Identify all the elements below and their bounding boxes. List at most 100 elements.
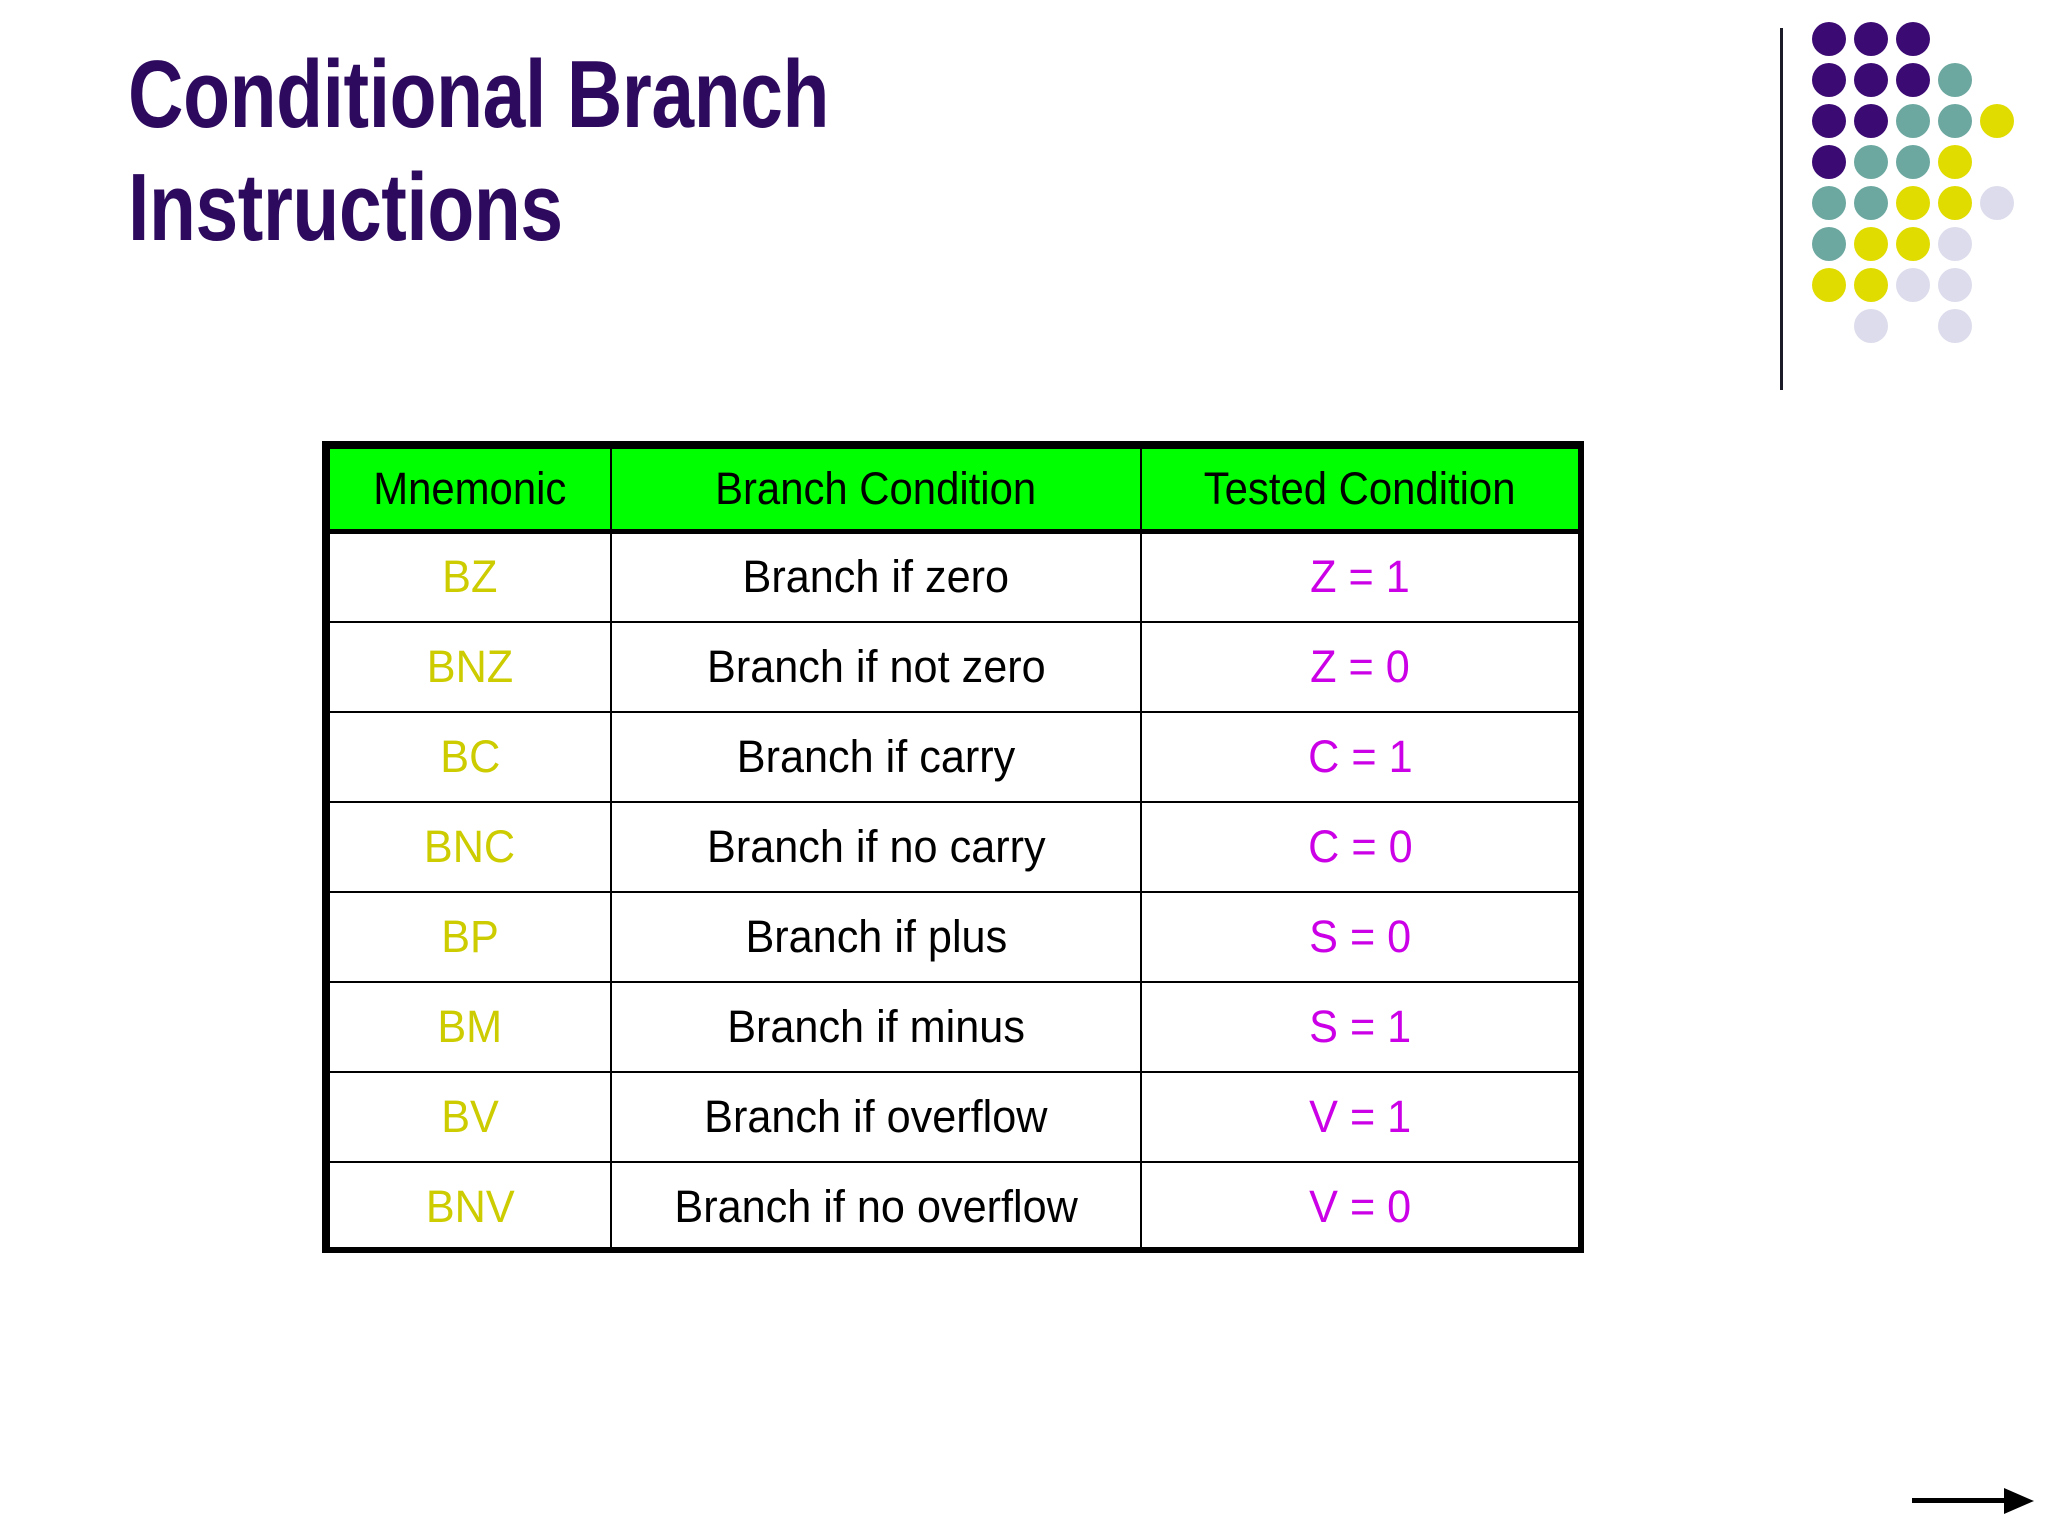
logo-dot (1854, 22, 1888, 56)
cell-mnemonic-label: BNC (424, 820, 516, 872)
logo-dot (1896, 104, 1930, 138)
cell-branch-condition: Branch if minus (610, 980, 1142, 1073)
logo-dot (1812, 186, 1846, 220)
cell-tested-condition: C = 0 (1140, 800, 1580, 893)
logo-dot (1896, 63, 1930, 97)
logo-dot (1812, 145, 1846, 179)
brand-logo (1770, 22, 2040, 392)
cell-mnemonic-label: BC (439, 730, 500, 782)
table-row: BM Branch if minus S = 1 (328, 980, 1580, 1073)
cell-tested-condition: S = 1 (1140, 980, 1580, 1073)
cell-mnemonic-label: BV (441, 1090, 499, 1142)
logo-dot (1938, 186, 1972, 220)
cell-tested-condition-label: S = 0 (1308, 910, 1412, 962)
logo-dot (1854, 268, 1888, 302)
cell-tested-condition-label: C = 1 (1307, 730, 1413, 782)
cell-mnemonic: BNV (328, 1160, 612, 1253)
conditional-branch-table: Mnemonic Branch Condition Tested Conditi… (322, 441, 1584, 1253)
cell-branch-condition: Branch if zero (610, 530, 1142, 623)
table-row: BNV Branch if no overflow V = 0 (328, 1160, 1580, 1253)
cell-mnemonic: BNZ (328, 620, 612, 713)
logo-dot (1854, 227, 1888, 261)
logo-dot (1896, 145, 1930, 179)
cell-mnemonic-label: BNZ (426, 640, 514, 692)
arrow-shaft (1912, 1498, 2008, 1503)
table-row: BNZ Branch if not zero Z = 0 (328, 620, 1580, 713)
cell-tested-condition-label: V = 1 (1308, 1090, 1412, 1142)
cell-tested-condition: V = 0 (1140, 1160, 1580, 1253)
cell-mnemonic: BV (328, 1070, 612, 1163)
logo-dot (1896, 227, 1930, 261)
cell-mnemonic-label: BP (441, 910, 499, 962)
cell-mnemonic: BM (328, 980, 612, 1073)
logo-dot (1938, 63, 1972, 97)
next-slide-arrow-icon[interactable] (1912, 1488, 2036, 1514)
cell-branch-condition-label: Branch if carry (736, 730, 1016, 782)
cell-branch-condition-label: Branch if minus (727, 1000, 1025, 1052)
cell-tested-condition: C = 1 (1140, 710, 1580, 803)
logo-dot (1812, 104, 1846, 138)
logo-dot (1896, 186, 1930, 220)
cell-branch-condition: Branch if no carry (610, 800, 1142, 893)
cell-tested-condition: Z = 1 (1140, 530, 1580, 623)
logo-dot (1980, 186, 2014, 220)
cell-tested-condition: S = 0 (1140, 890, 1580, 983)
logo-dot (1812, 227, 1846, 261)
logo-dot (1812, 22, 1846, 56)
table-row: BC Branch if carry C = 1 (328, 710, 1580, 803)
table-row: BZ Branch if zero Z = 1 (328, 530, 1580, 623)
table-row: BNC Branch if no carry C = 0 (328, 800, 1580, 893)
logo-dot (1812, 268, 1846, 302)
logo-dot (1854, 186, 1888, 220)
column-header-mnemonic: Mnemonic (328, 447, 612, 534)
logo-dot (1854, 104, 1888, 138)
cell-branch-condition-label: Branch if not zero (706, 640, 1046, 692)
logo-dot (1938, 309, 1972, 343)
logo-dot (1854, 309, 1888, 343)
cell-branch-condition-label: Branch if plus (745, 910, 1007, 962)
logo-dot (1812, 63, 1846, 97)
cell-branch-condition-label: Branch if overflow (704, 1090, 1048, 1142)
logo-dot (1980, 104, 2014, 138)
logo-divider-rule (1780, 28, 1783, 390)
table-row: BV Branch if overflow V = 1 (328, 1070, 1580, 1163)
cell-tested-condition: Z = 0 (1140, 620, 1580, 713)
logo-dot (1896, 268, 1930, 302)
cell-mnemonic: BP (328, 890, 612, 983)
cell-branch-condition: Branch if plus (610, 890, 1142, 983)
cell-tested-condition-label: C = 0 (1307, 820, 1413, 872)
cell-tested-condition-label: Z = 0 (1310, 640, 1410, 692)
column-header-tested-condition: Tested Condition (1140, 447, 1580, 534)
logo-dot-grid (1812, 22, 2042, 352)
cell-mnemonic-label: BM (437, 1000, 503, 1052)
logo-dot (1854, 63, 1888, 97)
table-header-row: Mnemonic Branch Condition Tested Conditi… (328, 447, 1580, 534)
logo-dot (1938, 104, 1972, 138)
column-header-branch-condition: Branch Condition (610, 447, 1142, 534)
logo-dot (1854, 145, 1888, 179)
table-row: BP Branch if plus S = 0 (328, 890, 1580, 983)
cell-tested-condition: V = 1 (1140, 1070, 1580, 1163)
cell-mnemonic-label: BZ (442, 551, 498, 603)
cell-branch-condition-label: Branch if no carry (706, 820, 1046, 872)
logo-dot (1896, 22, 1930, 56)
cell-tested-condition-label: Z = 1 (1310, 551, 1410, 603)
logo-dot (1938, 268, 1972, 302)
column-header-branch-condition-label: Branch Condition (715, 463, 1037, 514)
cell-branch-condition: Branch if carry (610, 710, 1142, 803)
cell-tested-condition-label: V = 0 (1308, 1180, 1412, 1232)
cell-mnemonic: BNC (328, 800, 612, 893)
logo-dot (1938, 227, 1972, 261)
cell-branch-condition: Branch if not zero (610, 620, 1142, 713)
cell-branch-condition: Branch if overflow (610, 1070, 1142, 1163)
cell-tested-condition-label: S = 1 (1308, 1000, 1412, 1052)
column-header-tested-condition-label: Tested Condition (1204, 463, 1516, 514)
cell-branch-condition-label: Branch if zero (742, 551, 1010, 603)
logo-dot (1938, 145, 1972, 179)
cell-mnemonic: BZ (328, 530, 612, 623)
cell-branch-condition: Branch if no overflow (610, 1160, 1142, 1253)
arrow-head (2004, 1488, 2034, 1514)
cell-branch-condition-label: Branch if no overflow (674, 1180, 1078, 1232)
cell-mnemonic-label: BNV (425, 1180, 515, 1232)
page-title: Conditional Branch Instructions (128, 41, 830, 262)
